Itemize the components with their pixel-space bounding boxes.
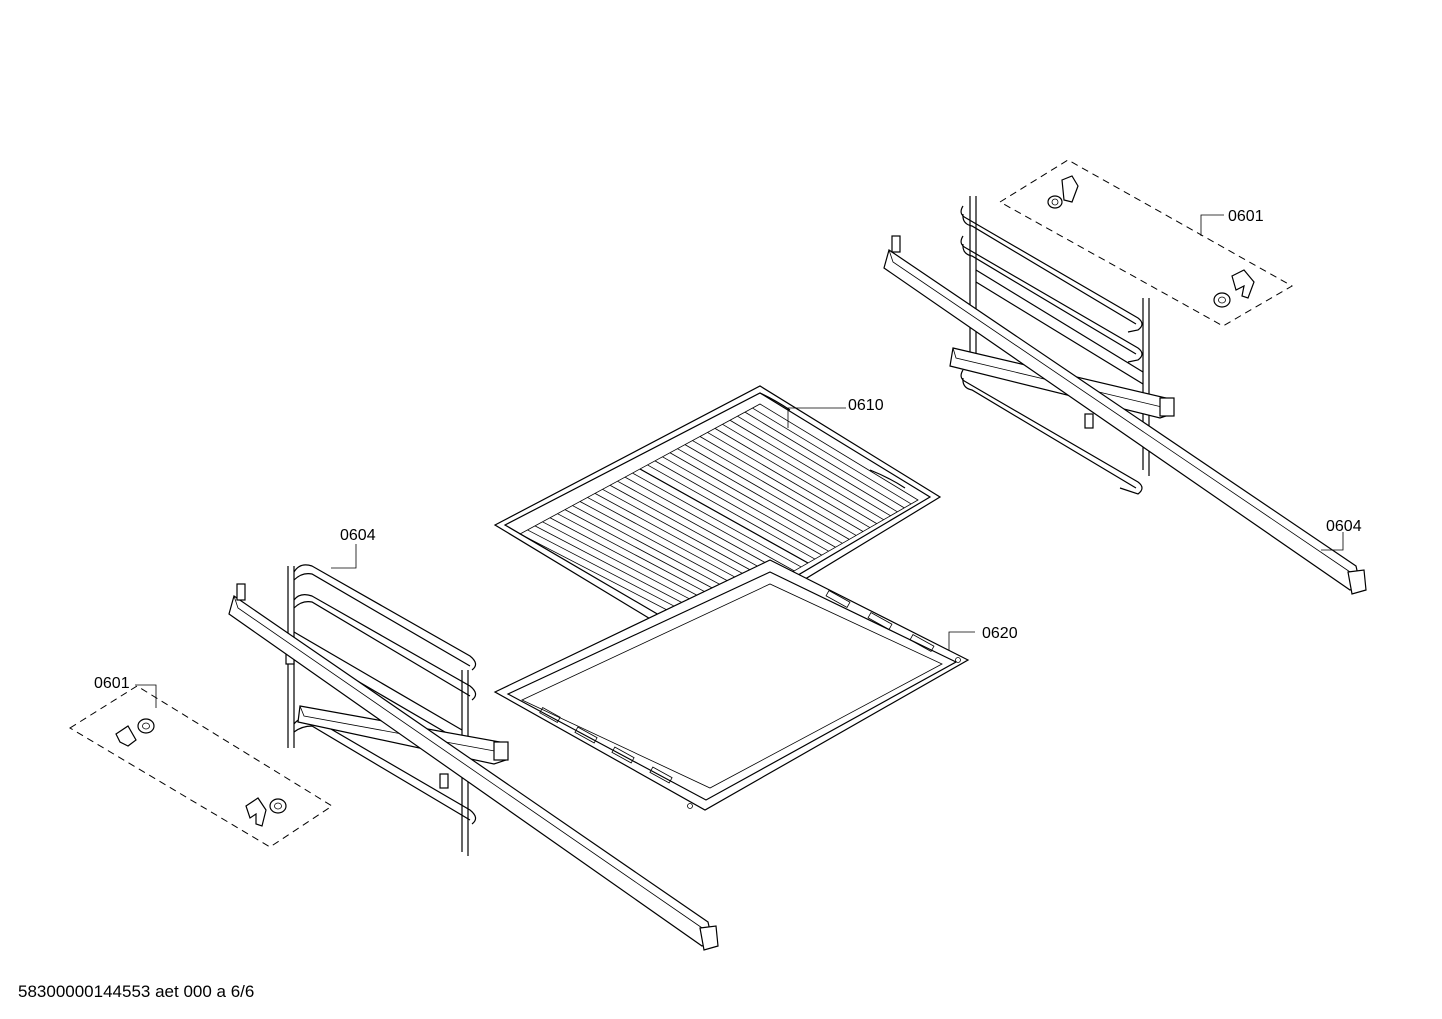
rack-wire	[722, 423, 884, 521]
callout-label: 0604	[1326, 518, 1362, 535]
clip-set-top-right: 0601	[999, 159, 1294, 327]
callout-label: 0610	[848, 397, 884, 414]
callout-label: 0601	[1228, 208, 1264, 225]
rack-wire	[594, 493, 767, 587]
rack-wire	[744, 411, 905, 509]
rack-wire	[602, 488, 774, 584]
rack-wire	[609, 484, 781, 580]
baking-tray: 0620	[493, 559, 1018, 811]
clip-part-icon	[115, 718, 155, 747]
drawing-reference-code: 58300000144553 aet 000 a 6/6	[18, 982, 255, 1001]
rack-wire	[677, 448, 843, 544]
rack-wire	[617, 480, 788, 576]
clip-part-icon	[1213, 269, 1255, 308]
shelf-support-top-right	[949, 196, 1175, 495]
rack-wire	[752, 407, 912, 505]
rack-wire	[654, 460, 822, 556]
rack-wire	[624, 476, 795, 572]
rack-wire	[707, 432, 871, 528]
rack-wire	[662, 456, 829, 552]
rack-wire	[669, 452, 836, 548]
rack-wire	[587, 497, 761, 591]
rack-wire	[737, 415, 898, 513]
shelf-support-bottom-left: 0604	[285, 527, 509, 856]
rack-wire	[579, 501, 754, 595]
telescopic-rail-top-right: 0604	[883, 235, 1367, 595]
rack-wire	[699, 436, 864, 532]
clip-part-icon	[1047, 175, 1079, 209]
clip-set-bottom-left: 0601	[69, 675, 333, 848]
telescopic-rail-bottom-left	[228, 583, 719, 951]
rack-wire	[632, 472, 802, 568]
rack-wire	[564, 509, 740, 603]
rack-wire	[714, 428, 877, 524]
clip-part-icon	[245, 797, 287, 827]
callout-label: 0604	[340, 527, 376, 544]
rack-wire	[557, 513, 733, 607]
rack-wire	[572, 505, 747, 599]
rack-wire	[692, 440, 857, 536]
rack-wire	[684, 444, 850, 540]
callout-label: 0601	[94, 675, 130, 692]
callout-label: 0620	[982, 625, 1018, 642]
rack-cross-wire	[639, 468, 809, 564]
rack-wire	[647, 464, 816, 560]
rack-wire	[729, 419, 891, 517]
wire-rack: 0610	[493, 385, 942, 647]
